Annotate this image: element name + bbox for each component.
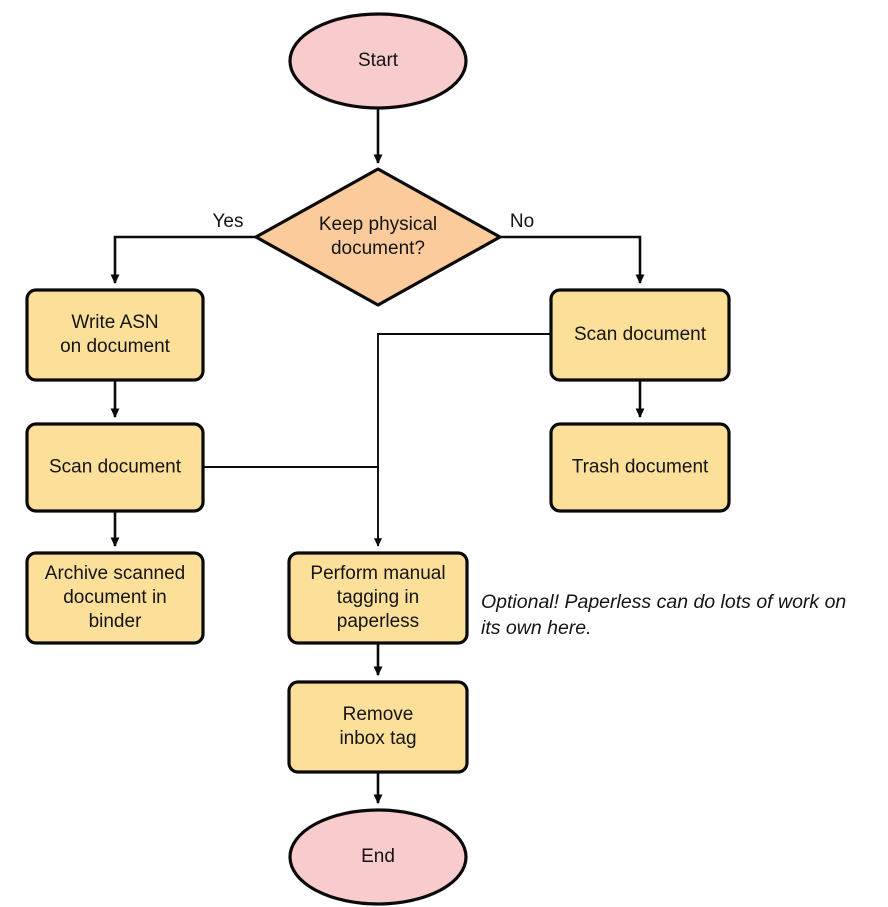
- node-label: Trash document: [572, 457, 709, 478]
- node-label: End: [361, 846, 395, 867]
- node-scan_document_left[interactable]: Scan document: [25, 422, 205, 513]
- edge-label-no-label: No: [510, 211, 534, 232]
- process-shape: [25, 288, 205, 382]
- annotations-layer: Optional! Paperless can do lots of work …: [481, 591, 846, 639]
- process-shape: [549, 288, 731, 382]
- node-start[interactable]: Start: [288, 12, 468, 110]
- process-shape: [25, 422, 205, 513]
- edge-labels-layer: Yes No: [213, 211, 535, 232]
- terminator-shape: [288, 12, 468, 110]
- edge-decision-no-to-scan-right: [500, 235, 645, 284]
- node-trash_document[interactable]: Trash document: [549, 422, 731, 513]
- edge-decision-yes-to-write-asn: [110, 235, 256, 284]
- node-scan_document_right[interactable]: Scan document: [549, 288, 731, 382]
- node-label: Start: [358, 50, 399, 71]
- node-end[interactable]: End: [288, 808, 468, 906]
- annotation-optional-note: Optional! Paperless can do lots of work …: [481, 591, 846, 639]
- node-label: Scan document: [574, 324, 707, 345]
- decision-shape: [254, 167, 502, 307]
- edges-layer: [110, 108, 645, 804]
- edge-label-yes-label: Yes: [213, 211, 244, 232]
- process-shape: [25, 551, 205, 645]
- node-label: Scan document: [49, 457, 182, 478]
- process-shape: [287, 680, 469, 774]
- process-shape: [549, 422, 731, 513]
- terminator-shape: [288, 808, 468, 906]
- process-shape: [287, 551, 469, 645]
- edge-scan-right-to-tagging: [374, 333, 551, 547]
